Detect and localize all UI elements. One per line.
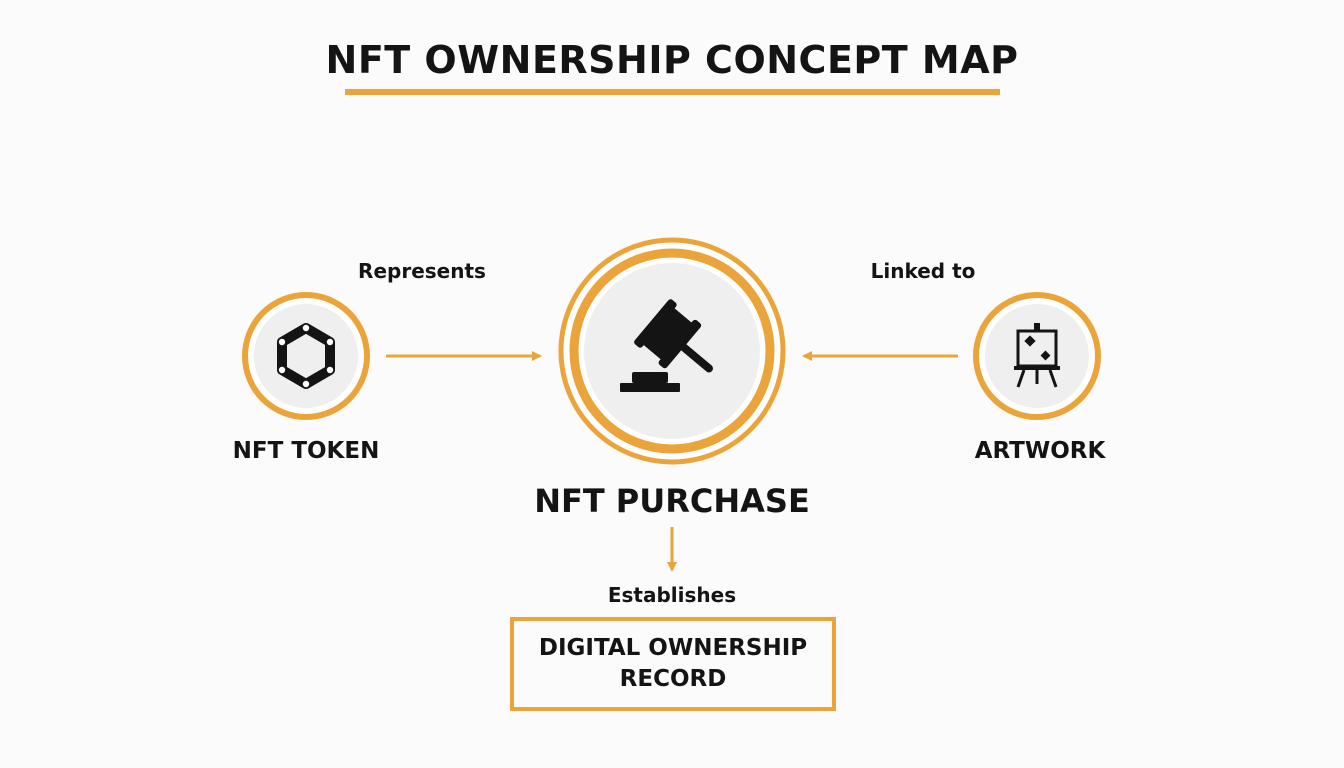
- title-underline: [345, 89, 1000, 95]
- node-purchase-circle: [558, 237, 786, 465]
- edge-label-establishes: Establishes: [607, 583, 737, 607]
- edge-label-linked-to: Linked to: [870, 259, 976, 283]
- gavel-icon: [620, 299, 713, 392]
- node-label-nft-token: NFT TOKEN: [232, 438, 380, 464]
- easel-icon: [1014, 323, 1060, 388]
- node-label-nft-purchase: NFT PURCHASE: [534, 482, 810, 520]
- node-label-artwork: ARTWORK: [974, 438, 1106, 464]
- node-token-circle: [242, 292, 370, 420]
- node-digital-ownership-record: DIGITAL OWNERSHIP RECORD: [510, 617, 836, 711]
- node-artwork-circle: [973, 292, 1101, 420]
- page-title: NFT OWNERSHIP CONCEPT MAP: [325, 38, 1019, 82]
- record-label: DIGITAL OWNERSHIP RECORD: [538, 635, 808, 692]
- edge-label-represents: Represents: [358, 259, 486, 283]
- hexagon-nodes-icon: [277, 323, 335, 389]
